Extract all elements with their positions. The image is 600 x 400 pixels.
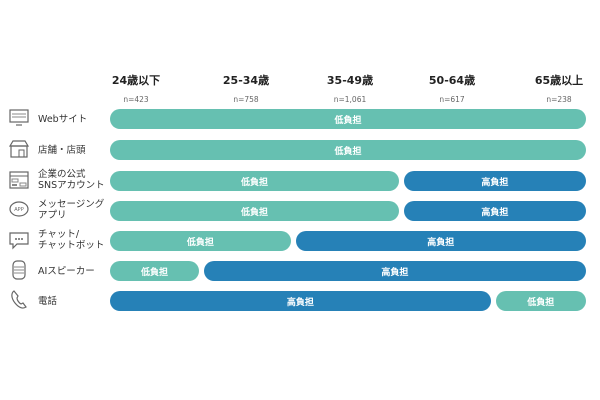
bar-segment-high: 高負担 bbox=[295, 231, 586, 251]
smart-speaker-icon bbox=[12, 260, 26, 280]
channel-label: メッセージングアプリ bbox=[38, 199, 104, 221]
segment-label: 低負担 bbox=[527, 297, 555, 308]
age-group-label: 65歳以上 bbox=[534, 74, 584, 87]
age-group-header: 35-49歳 n=1,061 bbox=[300, 72, 400, 104]
channel-label: 店舗・店頭 bbox=[38, 145, 86, 156]
bar-segment-low: 低負担 bbox=[110, 140, 586, 160]
channel-row: APP メッセージングアプリ 低負担 高負担 bbox=[0, 199, 600, 223]
channel-label-line: 電話 bbox=[38, 296, 58, 307]
age-group-label: 50-64歳 bbox=[428, 74, 476, 87]
channel-row: 店舗・店頭 低負担 bbox=[0, 140, 600, 162]
sample-size: n=758 bbox=[233, 95, 259, 104]
channel-row: Webサイト 低負担 bbox=[0, 109, 600, 131]
segment-label: 低負担 bbox=[334, 115, 362, 126]
channel-row: 電話 高負担 低負担 bbox=[0, 290, 600, 313]
chat-icon bbox=[9, 232, 29, 250]
svg-text:APP: APP bbox=[14, 207, 23, 213]
bar-segment-low: 低負担 bbox=[110, 231, 291, 251]
bar-segment-high: 高負担 bbox=[403, 171, 586, 191]
age-group-label: 24歳以下 bbox=[111, 74, 161, 87]
sample-size: n=617 bbox=[439, 95, 465, 104]
channel-label: 電話 bbox=[38, 296, 57, 307]
channel-label: チャット/チャットボット bbox=[38, 229, 104, 251]
channel-label-line: SNSアカウント bbox=[38, 180, 105, 191]
age-group-label: 35-49歳 bbox=[326, 74, 374, 87]
bar-segment-high: 高負担 bbox=[203, 261, 586, 281]
sample-size: n=1,061 bbox=[333, 95, 367, 104]
segment-label: 低負担 bbox=[186, 237, 214, 248]
social-page-icon bbox=[9, 171, 29, 189]
channel-label-line: 企業の公式 bbox=[38, 169, 86, 180]
sample-size: n=423 bbox=[123, 95, 149, 104]
bar-segment-low: 低負担 bbox=[110, 201, 399, 221]
channel-label: AIスピーカー bbox=[38, 266, 95, 277]
age-group-header: 24歳以下 n=423 bbox=[86, 72, 186, 104]
channel-label-line: チャットボット bbox=[38, 240, 105, 251]
channel-label-line: 店舗・店頭 bbox=[38, 145, 86, 156]
sample-size: n=238 bbox=[546, 95, 572, 104]
channel-label-line: メッセージング bbox=[38, 199, 105, 210]
channel-row: AIスピーカー 低負担 高負担 bbox=[0, 260, 600, 283]
bar-segment-high: 高負担 bbox=[110, 291, 491, 311]
app-bubble-icon: APP bbox=[9, 201, 29, 217]
phone-icon bbox=[11, 290, 27, 309]
segment-label: 低負担 bbox=[240, 207, 268, 218]
age-group-header: 25-34歳 n=758 bbox=[196, 72, 296, 104]
segment-label: 低負担 bbox=[334, 146, 362, 157]
segment-label: 高負担 bbox=[381, 267, 409, 278]
channel-label-line: Webサイト bbox=[38, 114, 88, 125]
segment-label: 低負担 bbox=[140, 267, 168, 278]
channel-row: チャット/チャットボット 低負担 高負担 bbox=[0, 229, 600, 253]
bar-segment-high: 高負担 bbox=[403, 201, 586, 221]
channel-label-line: AIスピーカー bbox=[38, 266, 95, 277]
segment-label: 高負担 bbox=[481, 207, 509, 218]
channel-label-line: アプリ bbox=[38, 210, 67, 221]
monitor-icon bbox=[9, 109, 29, 126]
bar-segment-low: 低負担 bbox=[110, 171, 399, 191]
segment-label: 高負担 bbox=[286, 297, 314, 308]
bar-segment-low: 低負担 bbox=[110, 109, 586, 129]
channel-label-line: チャット/ bbox=[38, 229, 80, 240]
age-group-label: 25-34歳 bbox=[222, 74, 270, 87]
channel-label: Webサイト bbox=[38, 114, 87, 125]
segment-label: 低負担 bbox=[240, 177, 268, 188]
segment-label: 高負担 bbox=[481, 177, 509, 188]
age-group-header: 65歳以上 n=238 bbox=[509, 72, 600, 104]
store-icon bbox=[8, 140, 30, 158]
bar-segment-low: 低負担 bbox=[495, 291, 586, 311]
age-group-header: 50-64歳 n=617 bbox=[402, 72, 502, 104]
bar-segment-low: 低負担 bbox=[110, 261, 199, 281]
segment-label: 高負担 bbox=[427, 237, 455, 248]
